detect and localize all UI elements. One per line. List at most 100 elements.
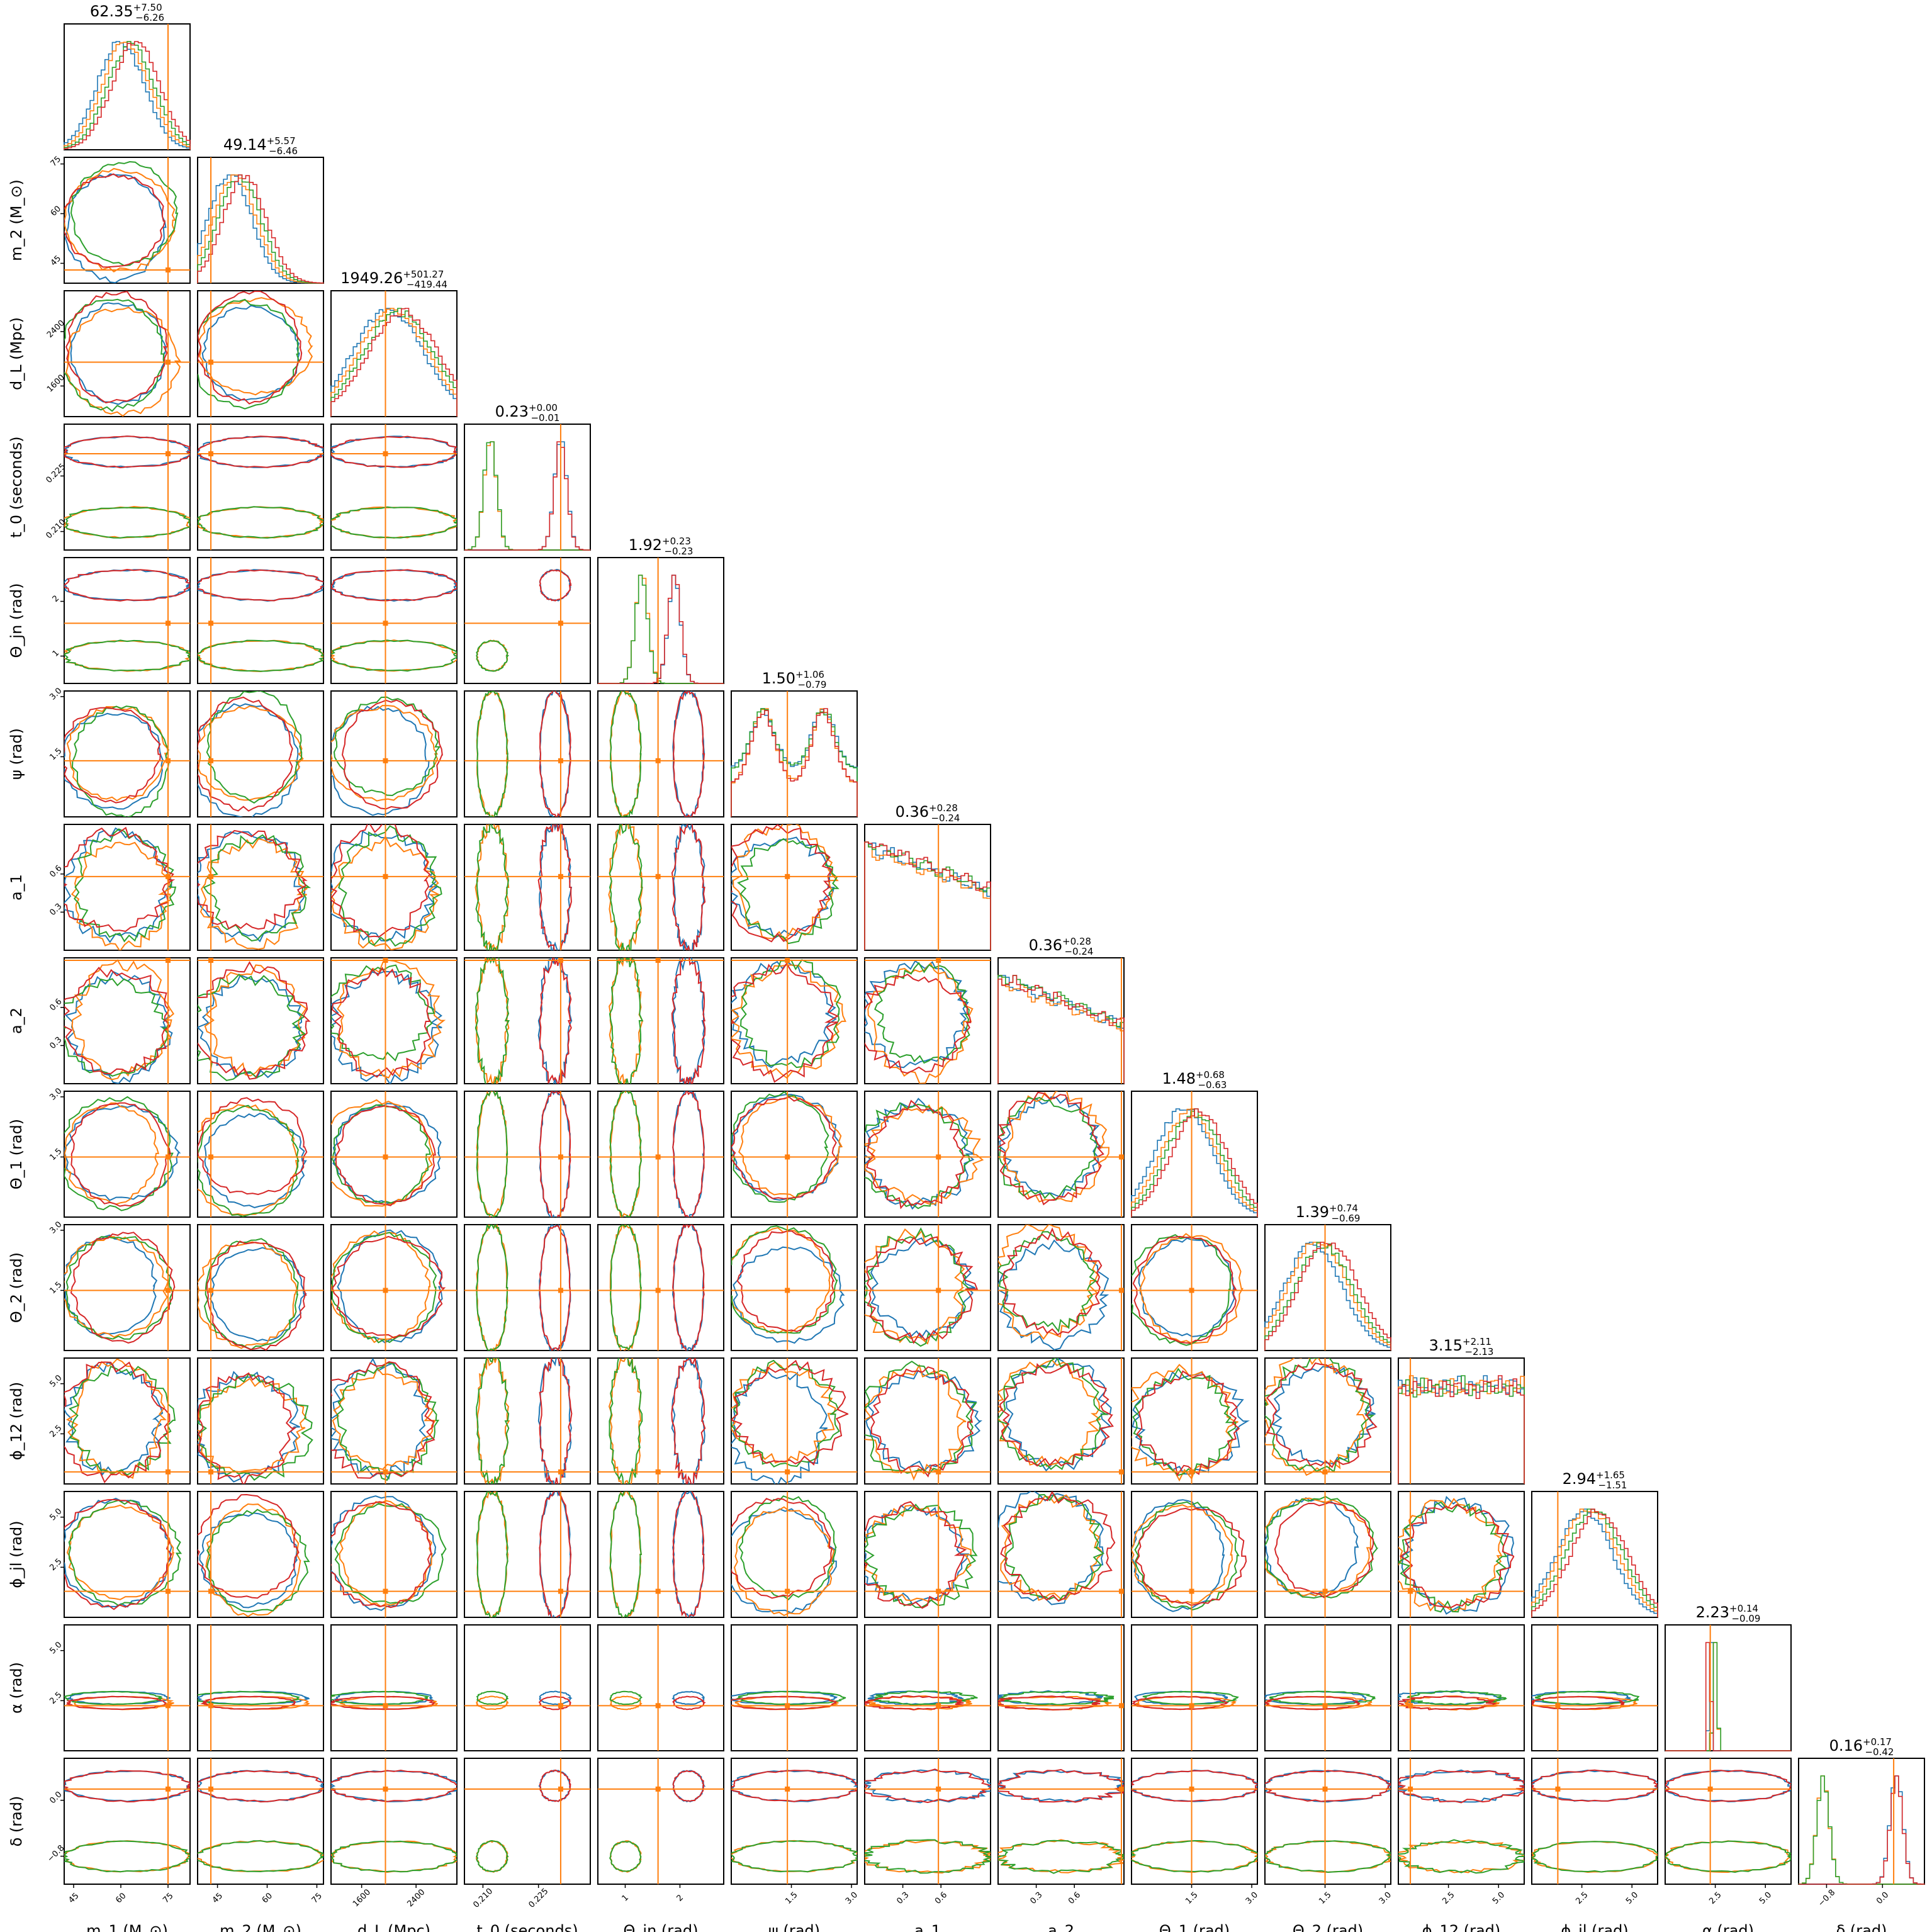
- panel-frame: [1131, 1624, 1258, 1751]
- contour-series-2: [1265, 1358, 1367, 1476]
- contour-series-3: [74, 828, 177, 943]
- contour-series-2: [865, 1695, 972, 1710]
- hist-series-1: [1531, 1508, 1658, 1617]
- xtick-label: −0.8: [1816, 1888, 1837, 1909]
- panel-frame: [997, 1624, 1125, 1751]
- hist-series-2: [197, 174, 324, 284]
- xtick-label: 1: [621, 1893, 631, 1903]
- param-title-phi12: 3.15+2.11−2.13: [1429, 1336, 1494, 1357]
- contours: [998, 1358, 1124, 1484]
- contours: [331, 1625, 457, 1751]
- truth-marker: [1118, 1703, 1124, 1709]
- contour-series-1: [198, 703, 300, 817]
- param-title-dL: 1949.26+501.27−419.44: [340, 269, 447, 290]
- contour-series-3: [874, 962, 970, 1064]
- contours: [64, 1491, 190, 1617]
- contours: [64, 558, 190, 683]
- ytick-label: 5.0: [48, 1507, 64, 1522]
- contour-series-3: [1132, 1840, 1257, 1873]
- param-title-theta_jn: 1.92+0.23−0.23: [629, 536, 694, 557]
- panel-frame: [64, 557, 191, 684]
- ylabel-theta1: Θ_1 (rad): [8, 1119, 25, 1189]
- contours: [1265, 1358, 1391, 1484]
- param-title-delta: 0.16+0.17−0.42: [1829, 1736, 1894, 1758]
- panel-frame: [330, 290, 458, 417]
- truth-marker: [166, 267, 171, 272]
- ylabel-alpha: α (rad): [8, 1662, 25, 1714]
- panel-phijl-vs-theta2: [1264, 1491, 1391, 1618]
- truth-marker: [1322, 1588, 1328, 1594]
- panel-frame: [997, 1091, 1125, 1218]
- contour-series-2: [71, 959, 175, 1081]
- xtick-label: 0.210: [471, 1887, 495, 1910]
- panel-alpha-vs-theta1: [1131, 1624, 1258, 1751]
- contour-series-4: [64, 1770, 190, 1803]
- panel-frame: [197, 1491, 324, 1618]
- panel-frame: [731, 690, 858, 817]
- truth-marker: [383, 1588, 388, 1594]
- ytick-label: 5.0: [48, 1373, 64, 1389]
- panel-frame: [330, 557, 458, 684]
- hist-series-4: [598, 575, 724, 684]
- panel-psi-vs-m2: [197, 690, 324, 817]
- hist-series-2: [997, 975, 1125, 1084]
- contours: [598, 1091, 724, 1217]
- contour-series-1: [1265, 1497, 1359, 1597]
- xtick-label: 2.5: [1574, 1890, 1590, 1906]
- contour-series-4: [198, 1372, 297, 1484]
- panel-theta1-vs-m1: 1.5 3.0Θ_1 (rad): [8, 1086, 191, 1218]
- contour-series-1: [1398, 1769, 1524, 1803]
- panel-frame: [197, 290, 324, 417]
- panel-phijl-vs-dL: [330, 1491, 458, 1618]
- contour-series-2: [331, 835, 440, 950]
- panel-theta_jn-vs-m2: [197, 557, 324, 684]
- contour-series-3: [998, 1839, 1124, 1874]
- contour-series-3: [609, 691, 642, 817]
- panel-frame: [597, 1624, 724, 1751]
- panel-frame: [1264, 1491, 1391, 1618]
- panel-frame: [731, 1491, 858, 1618]
- panel-frame: [1131, 1758, 1258, 1885]
- panel-theta2-vs-m2: [197, 1224, 324, 1351]
- panel-frame: [1264, 1357, 1391, 1485]
- contour-series-4: [64, 826, 176, 932]
- ytick-label: 1.5: [48, 1147, 64, 1162]
- contours: [64, 424, 190, 550]
- contour-series-4: [198, 1493, 300, 1599]
- panel-frame: [1264, 1224, 1391, 1351]
- contour-series-3: [332, 1104, 431, 1204]
- xtick-label: 1600: [351, 1887, 373, 1909]
- contour-series-3: [331, 639, 457, 672]
- contour-series-3: [1269, 1690, 1376, 1705]
- contour-series-3: [64, 1690, 163, 1705]
- panel-frame: [64, 1357, 191, 1485]
- param-title-phijl: 2.94+1.65−1.51: [1563, 1469, 1627, 1491]
- contour-series-4: [731, 824, 833, 943]
- contour-series-4: [206, 1240, 307, 1351]
- diag-panel-alpha: 2.23+0.14−0.09: [1665, 1603, 1792, 1751]
- xtick-label: 3.0: [844, 1890, 860, 1906]
- hist-series-4: [197, 174, 324, 284]
- contour-series-3: [1265, 1495, 1379, 1599]
- contours: [198, 1625, 323, 1751]
- contour-series-3: [203, 834, 312, 942]
- panel-frame: [597, 1091, 724, 1218]
- contours: [731, 824, 857, 950]
- param-title-a1: 0.36+0.28−0.24: [896, 802, 960, 824]
- panel-a1-vs-m2: [197, 824, 324, 951]
- contour-series-3: [198, 1104, 300, 1217]
- truth-marker: [558, 1469, 563, 1474]
- contour-series-3: [331, 1690, 430, 1705]
- contour-series-3: [865, 1503, 978, 1609]
- contours: [198, 424, 323, 550]
- contour-series-1: [70, 302, 167, 405]
- xlabel-psi: ψ (rad): [768, 1922, 820, 1932]
- panel-frame: [1131, 1491, 1258, 1618]
- contour-series-3: [740, 959, 841, 1069]
- contour-series-3: [476, 1839, 509, 1872]
- ytick-label: 3.0: [48, 1086, 64, 1102]
